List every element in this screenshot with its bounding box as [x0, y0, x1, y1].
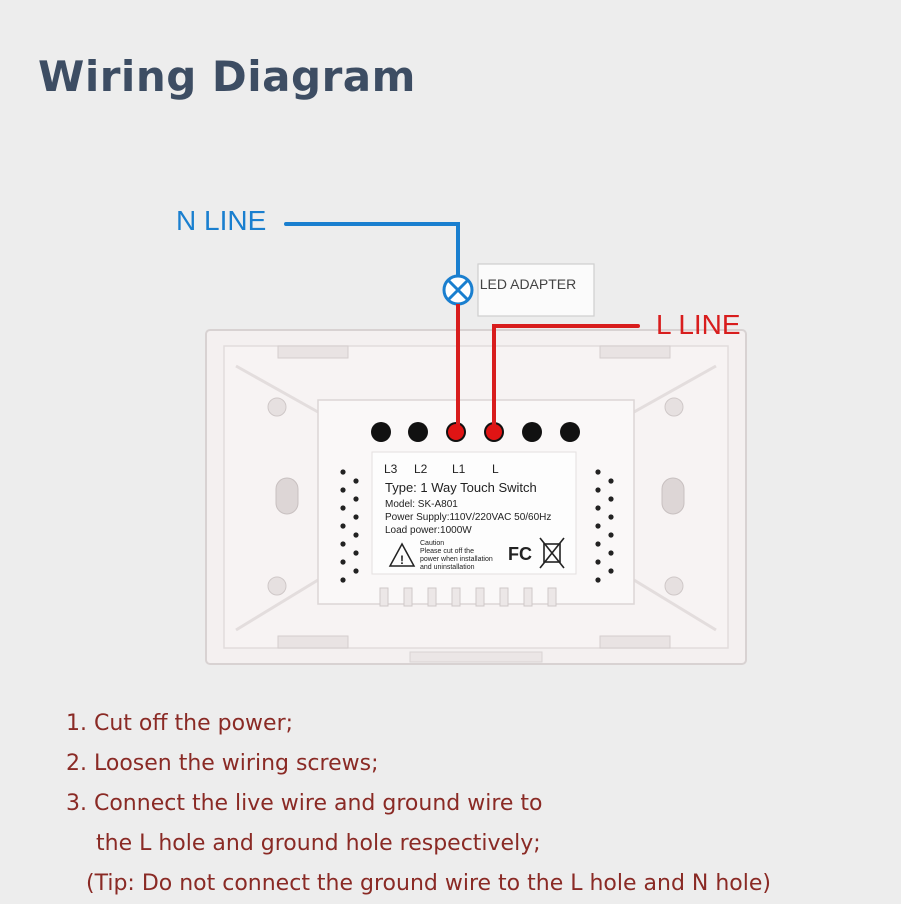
l1-terminal-dot: [448, 424, 464, 440]
weee-disposal-icon: [539, 537, 565, 569]
terminal-label-l1: L1: [452, 462, 466, 476]
plate-power-supply: Power Supply:110V/220VAC 50/60Hz: [385, 512, 552, 523]
l-terminal-dot: [486, 424, 502, 440]
n-line-wire: [284, 222, 460, 278]
terminal-label-l: L: [492, 462, 499, 476]
led-adapter-label: LED ADAPTER: [479, 276, 577, 292]
caution-icon: !: [388, 542, 416, 567]
plate-model: Model: SK-A801: [385, 499, 458, 510]
instruction-step-3: 3. Connect the live wire and ground wire…: [66, 791, 543, 816]
vent-holes: [340, 469, 614, 583]
fc-mark: FC: [508, 544, 532, 564]
instruction-step-2: 2. Loosen the wiring screws;: [66, 751, 379, 776]
page-title: Wiring Diagram: [38, 52, 416, 101]
bottom-ridges: [379, 587, 557, 607]
instruction-step-3-continued: the L hole and ground hole respectively;: [96, 831, 541, 856]
plate-load-power: Load power:1000W: [385, 525, 472, 536]
plate-caution-title: Caution: [420, 540, 445, 547]
l-line-wire: [492, 324, 640, 434]
plate-type: Type: 1 Way Touch Switch: [385, 480, 537, 495]
terminal-label-l3: L3: [384, 462, 398, 476]
plate-caution-line3: and uninstallation: [420, 564, 475, 571]
plate-caution-line1: Please cut off the: [420, 548, 474, 555]
led-adapter-box: [477, 263, 595, 317]
n-line-label: N LINE: [176, 205, 267, 236]
instruction-tip: (Tip: Do not connect the ground wire to …: [86, 871, 771, 896]
instruction-step-1: 1. Cut off the power;: [66, 711, 294, 736]
l-line-label: L LINE: [656, 309, 741, 340]
terminal-label-l2: L2: [414, 462, 428, 476]
led-lamp-icon: [442, 274, 474, 306]
switch-back-plate: [205, 329, 747, 665]
svg-text:!: !: [400, 553, 404, 567]
instruction-list: 1. Cut off the power; 2. Loosen the wiri…: [66, 704, 771, 904]
plate-caution-line2: power when installation: [420, 556, 493, 563]
